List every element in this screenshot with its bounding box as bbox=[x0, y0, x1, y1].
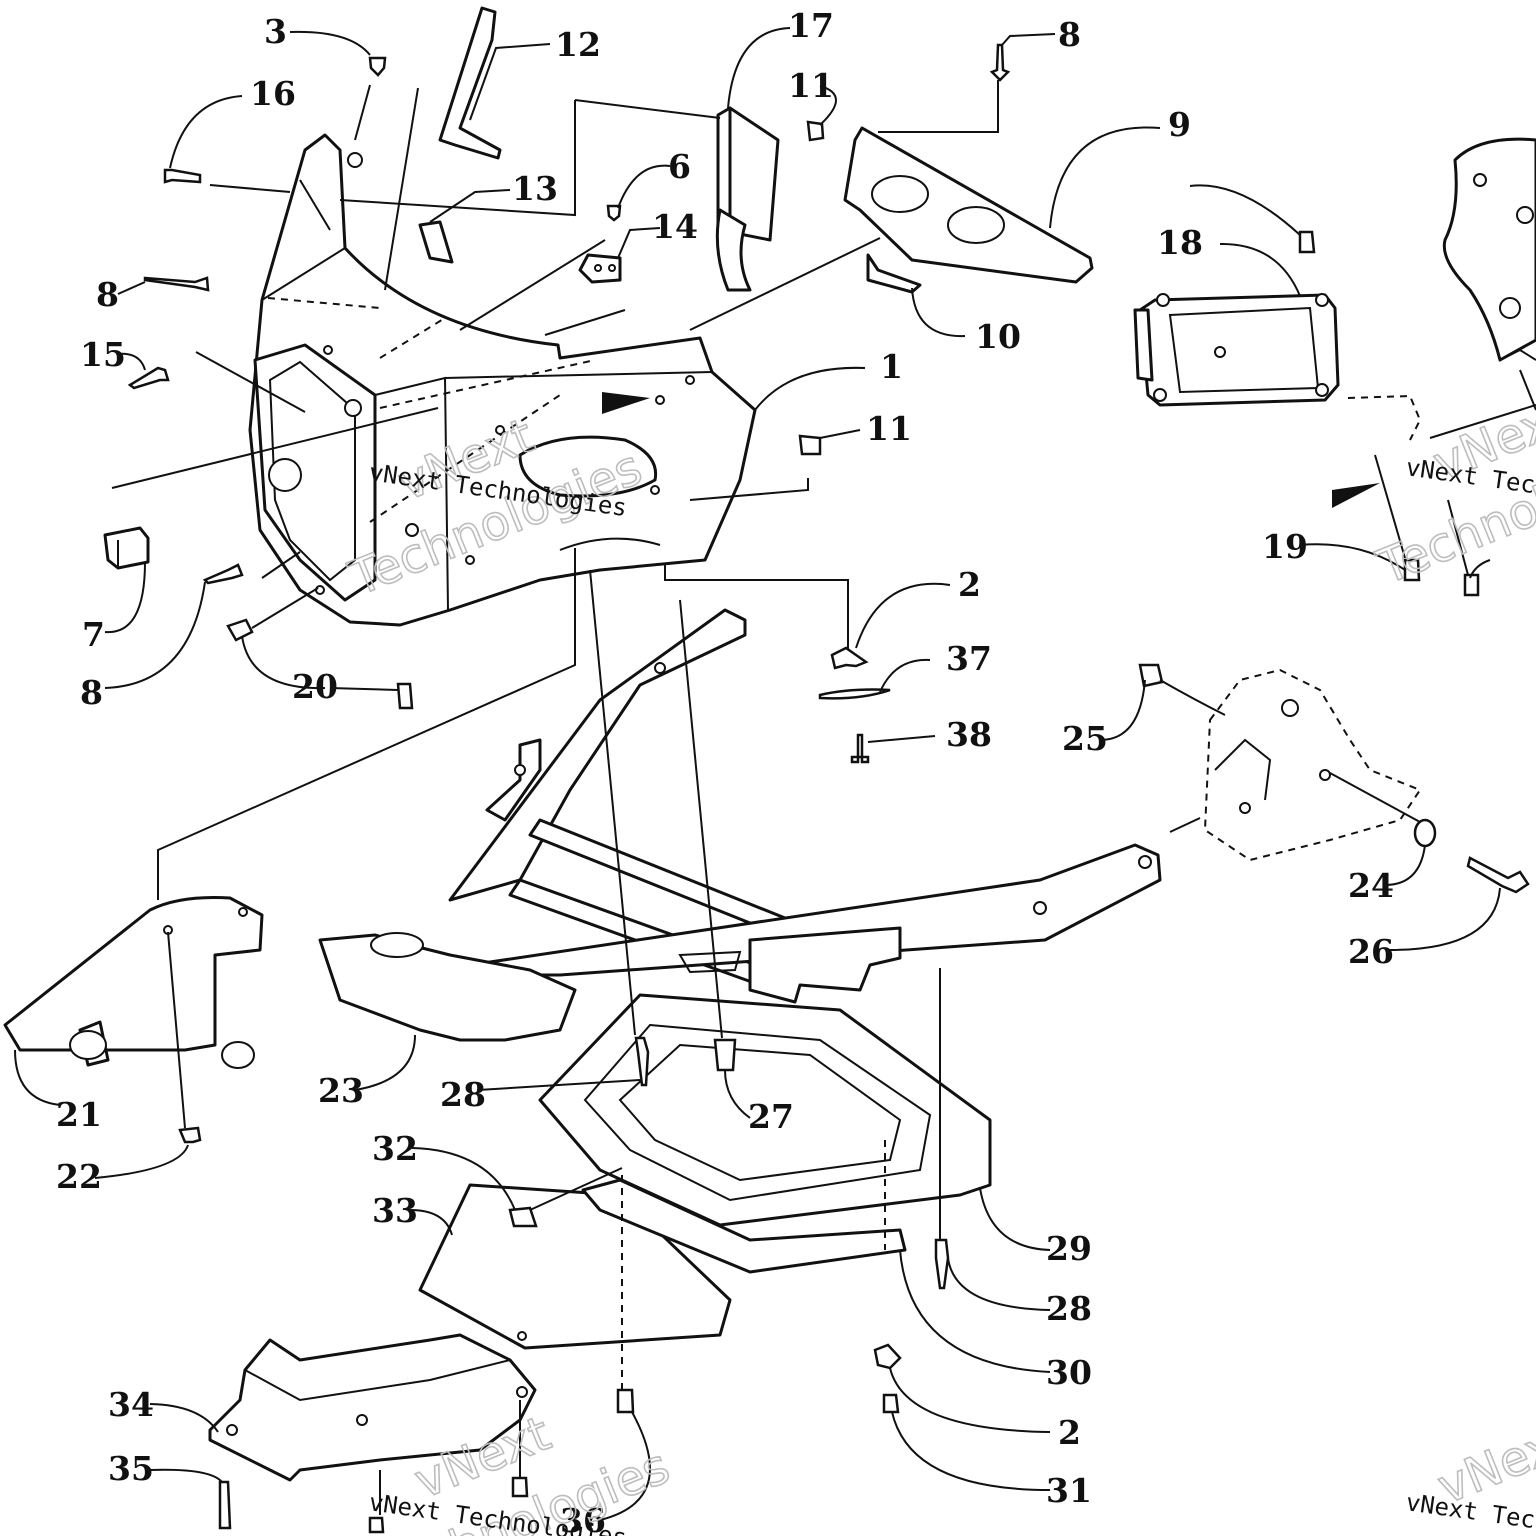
bolt-20-bottom bbox=[396, 682, 414, 710]
screw-27 bbox=[713, 1038, 737, 1072]
plate-9 bbox=[843, 126, 1094, 284]
callout-37: 37 bbox=[946, 639, 992, 678]
front-bulkhead bbox=[248, 133, 757, 627]
screw-19-right bbox=[1463, 573, 1480, 597]
callout-20: 20 bbox=[292, 667, 338, 706]
skid-plate-29 bbox=[538, 993, 992, 1227]
callout-6: 6 bbox=[668, 147, 691, 186]
washer-37 bbox=[818, 688, 891, 700]
screw-31 bbox=[882, 1393, 900, 1414]
clip-2-lower bbox=[873, 1343, 902, 1370]
bolt-26 bbox=[1466, 856, 1530, 894]
bracket-13 bbox=[418, 220, 454, 264]
push-pin-22 bbox=[178, 1126, 202, 1144]
bolt-20-left bbox=[226, 618, 254, 642]
screw-38 bbox=[850, 733, 870, 764]
callout-28: 28 bbox=[1046, 1289, 1092, 1328]
rivet-28-upper bbox=[634, 1036, 650, 1087]
screw-36-mid bbox=[616, 1388, 635, 1414]
nut-11-ecu bbox=[1298, 230, 1316, 254]
callout-11: 11 bbox=[866, 409, 912, 448]
rivet-8-lower bbox=[202, 563, 244, 585]
bolt-35 bbox=[218, 1480, 232, 1530]
callout-14: 14 bbox=[652, 207, 698, 246]
callout-13: 13 bbox=[512, 169, 558, 208]
bracket-12 bbox=[438, 6, 502, 160]
nut-11-top bbox=[806, 120, 825, 142]
callout-30: 30 bbox=[1046, 1353, 1092, 1392]
callout-34: 34 bbox=[108, 1385, 154, 1424]
callout-9: 9 bbox=[1168, 105, 1191, 144]
bracket-17 bbox=[715, 106, 780, 292]
bolt-25 bbox=[1138, 663, 1164, 688]
clip-2-top bbox=[830, 646, 869, 670]
callout-35: 35 bbox=[108, 1449, 154, 1488]
side-panel-21 bbox=[3, 896, 264, 1069]
callout-26: 26 bbox=[1348, 932, 1394, 971]
clip-32 bbox=[508, 1206, 538, 1228]
callout-29: 29 bbox=[1046, 1229, 1092, 1268]
callout-23: 23 bbox=[318, 1071, 364, 1110]
callout-25: 25 bbox=[1062, 719, 1108, 758]
nut-11-mid bbox=[798, 434, 822, 456]
callout-32: 32 bbox=[372, 1129, 418, 1168]
bumper-7 bbox=[103, 526, 150, 570]
screw-36-guard bbox=[511, 1476, 529, 1498]
callout-12: 12 bbox=[555, 25, 601, 64]
screw-19-left bbox=[1403, 558, 1421, 582]
callout-21: 21 bbox=[56, 1095, 102, 1134]
callout-15: 15 bbox=[80, 335, 126, 374]
callout-27: 27 bbox=[748, 1097, 794, 1136]
callout-22: 22 bbox=[56, 1157, 102, 1196]
skid-plate-30 bbox=[581, 1178, 907, 1274]
screw-6 bbox=[606, 204, 622, 222]
callout-17: 17 bbox=[788, 6, 834, 45]
bracket-14 bbox=[578, 253, 622, 284]
rivet-15 bbox=[127, 366, 170, 390]
screw-16 bbox=[163, 168, 202, 184]
callout-8: 8 bbox=[1058, 15, 1081, 54]
callout-18: 18 bbox=[1157, 223, 1203, 262]
callout-8: 8 bbox=[96, 275, 119, 314]
callout-24: 24 bbox=[1348, 866, 1394, 905]
screw-36-bottom bbox=[368, 1516, 385, 1534]
callout-2: 2 bbox=[1058, 1413, 1081, 1452]
callout-16: 16 bbox=[250, 74, 296, 113]
callout-labels: 3 12 17 8 16 11 9 6 13 14 18 8 10 15 1 1… bbox=[56, 6, 1394, 1536]
guard-34 bbox=[208, 1333, 537, 1482]
callout-28: 28 bbox=[440, 1075, 486, 1114]
callout-7: 7 bbox=[82, 615, 105, 654]
main-frame bbox=[318, 608, 1162, 1042]
callout-38: 38 bbox=[946, 715, 992, 754]
callout-8: 8 bbox=[80, 673, 103, 712]
callout-1: 1 bbox=[880, 347, 903, 386]
callout-2: 2 bbox=[958, 565, 981, 604]
callout-36: 36 bbox=[560, 1501, 606, 1536]
callout-10: 10 bbox=[975, 317, 1021, 356]
control-module-18 bbox=[1133, 293, 1340, 407]
callout-19: 19 bbox=[1262, 527, 1308, 566]
callout-3: 3 bbox=[264, 12, 287, 51]
washer-24 bbox=[1413, 818, 1437, 848]
leader-lines bbox=[14, 27, 1536, 1521]
fasteners bbox=[127, 43, 1530, 1534]
rivet-8-top bbox=[989, 43, 1011, 82]
callout-31: 31 bbox=[1046, 1471, 1092, 1510]
rivet-28-lower bbox=[934, 1238, 950, 1290]
bracket-10 bbox=[866, 253, 922, 294]
right-frame-section bbox=[1203, 668, 1422, 862]
screw-3 bbox=[368, 56, 387, 77]
right-mount-bracket bbox=[1442, 137, 1536, 362]
callout-11: 11 bbox=[788, 66, 834, 105]
rivet-8-left bbox=[143, 276, 210, 292]
callout-33: 33 bbox=[372, 1191, 418, 1230]
